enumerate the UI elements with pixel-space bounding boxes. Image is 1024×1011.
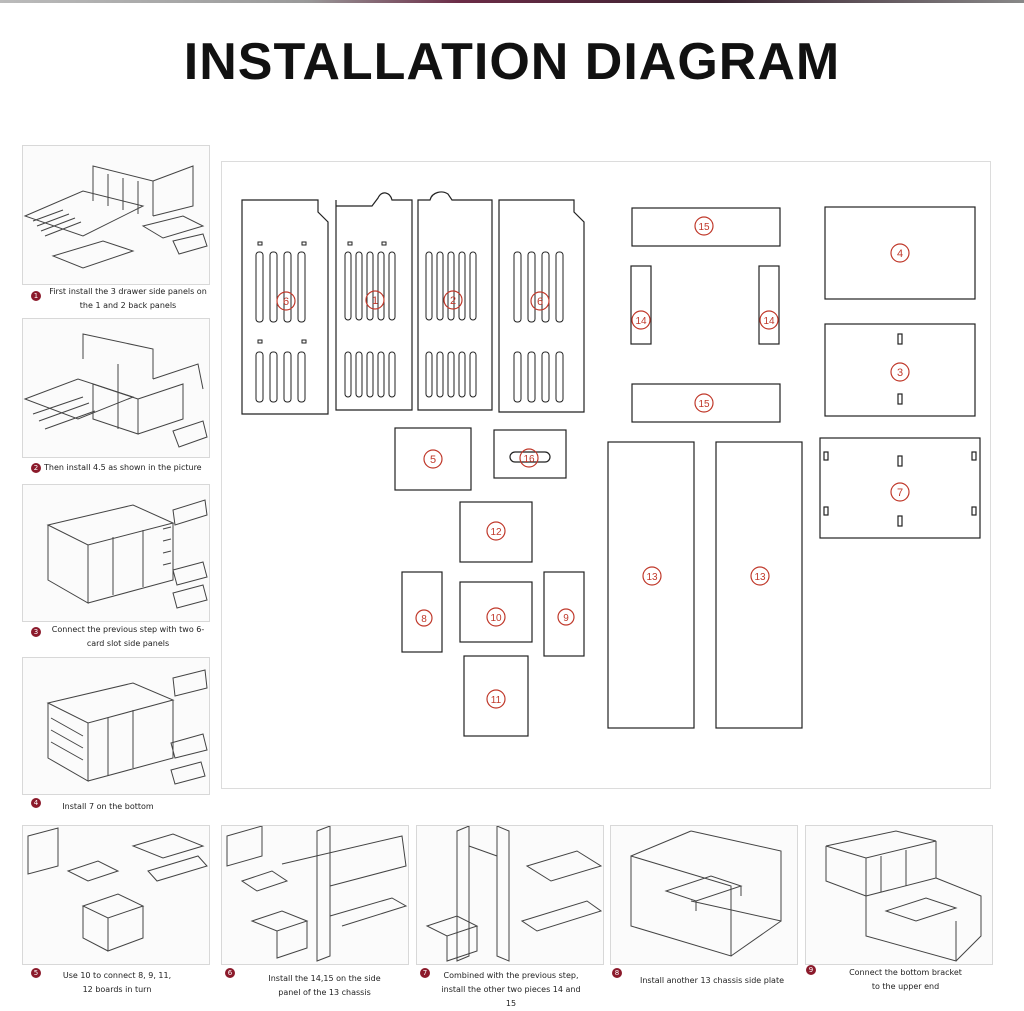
part-3 bbox=[824, 323, 976, 417]
part-15-bottom-label: 15 bbox=[698, 399, 710, 410]
step-6-illustration bbox=[221, 825, 409, 965]
part-12-label: 12 bbox=[490, 527, 502, 538]
part-5 bbox=[394, 427, 472, 491]
part-13-right-label: 13 bbox=[754, 572, 766, 583]
part-15-top-label: 15 bbox=[698, 222, 710, 233]
part-2 bbox=[417, 191, 493, 411]
part-10-label: 10 bbox=[490, 613, 502, 624]
part-16 bbox=[493, 429, 567, 479]
step-4-illustration bbox=[22, 657, 210, 795]
part-13-left bbox=[607, 441, 695, 729]
part-16-label: 16 bbox=[523, 454, 535, 465]
step-2-illustration bbox=[22, 318, 210, 458]
part-6-right bbox=[498, 199, 585, 413]
step-4-bullet: 4 bbox=[31, 798, 41, 808]
part-12 bbox=[459, 501, 533, 563]
part-6-right-label: 6 bbox=[537, 296, 543, 308]
step-7-caption: Combined with the previous step, install… bbox=[441, 971, 581, 1008]
part-15-top bbox=[631, 207, 781, 247]
part-2-label: 2 bbox=[450, 295, 456, 307]
step-5-caption: Use 10 to connect 8, 9, 11, 12 boards in… bbox=[62, 971, 172, 994]
part-14-right-label: 14 bbox=[763, 316, 775, 327]
step-8-caption: Install another 13 chassis side plate bbox=[639, 976, 784, 985]
step-6-bullet: 6 bbox=[225, 968, 235, 978]
part-8 bbox=[401, 571, 443, 653]
top-accent-bar bbox=[0, 0, 1024, 3]
step-9-illustration bbox=[805, 825, 993, 965]
part-9 bbox=[543, 571, 585, 657]
part-8-label: 8 bbox=[421, 614, 427, 625]
step-1-illustration bbox=[22, 145, 210, 285]
part-11-label: 11 bbox=[491, 695, 502, 706]
part-14-left bbox=[630, 265, 652, 345]
step-3-caption: Connect the previous step with two 6-car… bbox=[51, 625, 205, 648]
step-2-bullet: 2 bbox=[31, 463, 41, 473]
part-13-left-label: 13 bbox=[646, 572, 658, 583]
part-5-label: 5 bbox=[430, 454, 436, 466]
part-15-bottom bbox=[631, 383, 781, 423]
part-14-left-label: 14 bbox=[635, 316, 647, 327]
part-11 bbox=[463, 655, 529, 737]
step-8-illustration bbox=[610, 825, 798, 965]
step-7-illustration bbox=[416, 825, 604, 965]
part-14-right bbox=[758, 265, 780, 345]
step-3-illustration bbox=[22, 484, 210, 622]
step-9-caption: Connect the bottom bracket to the upper … bbox=[849, 968, 962, 991]
step-9-bullet: 9 bbox=[806, 965, 816, 975]
step-1-caption: First install the 3 drawer side panels o… bbox=[49, 287, 207, 310]
step-4-caption: Install 7 on the bottom bbox=[62, 802, 154, 811]
step-8-bullet: 8 bbox=[612, 968, 622, 978]
part-7 bbox=[819, 437, 981, 539]
step-7-bullet: 7 bbox=[420, 968, 430, 978]
part-1 bbox=[335, 192, 413, 411]
page-title: INSTALLATION DIAGRAM bbox=[183, 33, 841, 91]
part-6-left bbox=[241, 199, 329, 415]
step-3-bullet: 3 bbox=[31, 627, 41, 637]
step-6-caption: Install the 14,15 on the side panel of t… bbox=[268, 974, 381, 997]
part-9-label: 9 bbox=[563, 613, 569, 624]
part-10 bbox=[459, 581, 533, 643]
step-2-caption: Then install 4.5 as shown in the picture bbox=[44, 463, 202, 472]
part-1-label: 1 bbox=[372, 295, 378, 307]
part-13-right bbox=[715, 441, 803, 729]
parts-layout-panel: 6 1 bbox=[221, 161, 991, 789]
part-6-left-label: 6 bbox=[283, 296, 289, 308]
step-1-bullet: 1 bbox=[31, 291, 41, 301]
part-7-label: 7 bbox=[897, 487, 903, 499]
part-4-label: 4 bbox=[897, 248, 903, 260]
step-5-bullet: 5 bbox=[31, 968, 41, 978]
part-3-label: 3 bbox=[897, 367, 903, 379]
step-5-illustration bbox=[22, 825, 210, 965]
part-4 bbox=[824, 206, 976, 300]
